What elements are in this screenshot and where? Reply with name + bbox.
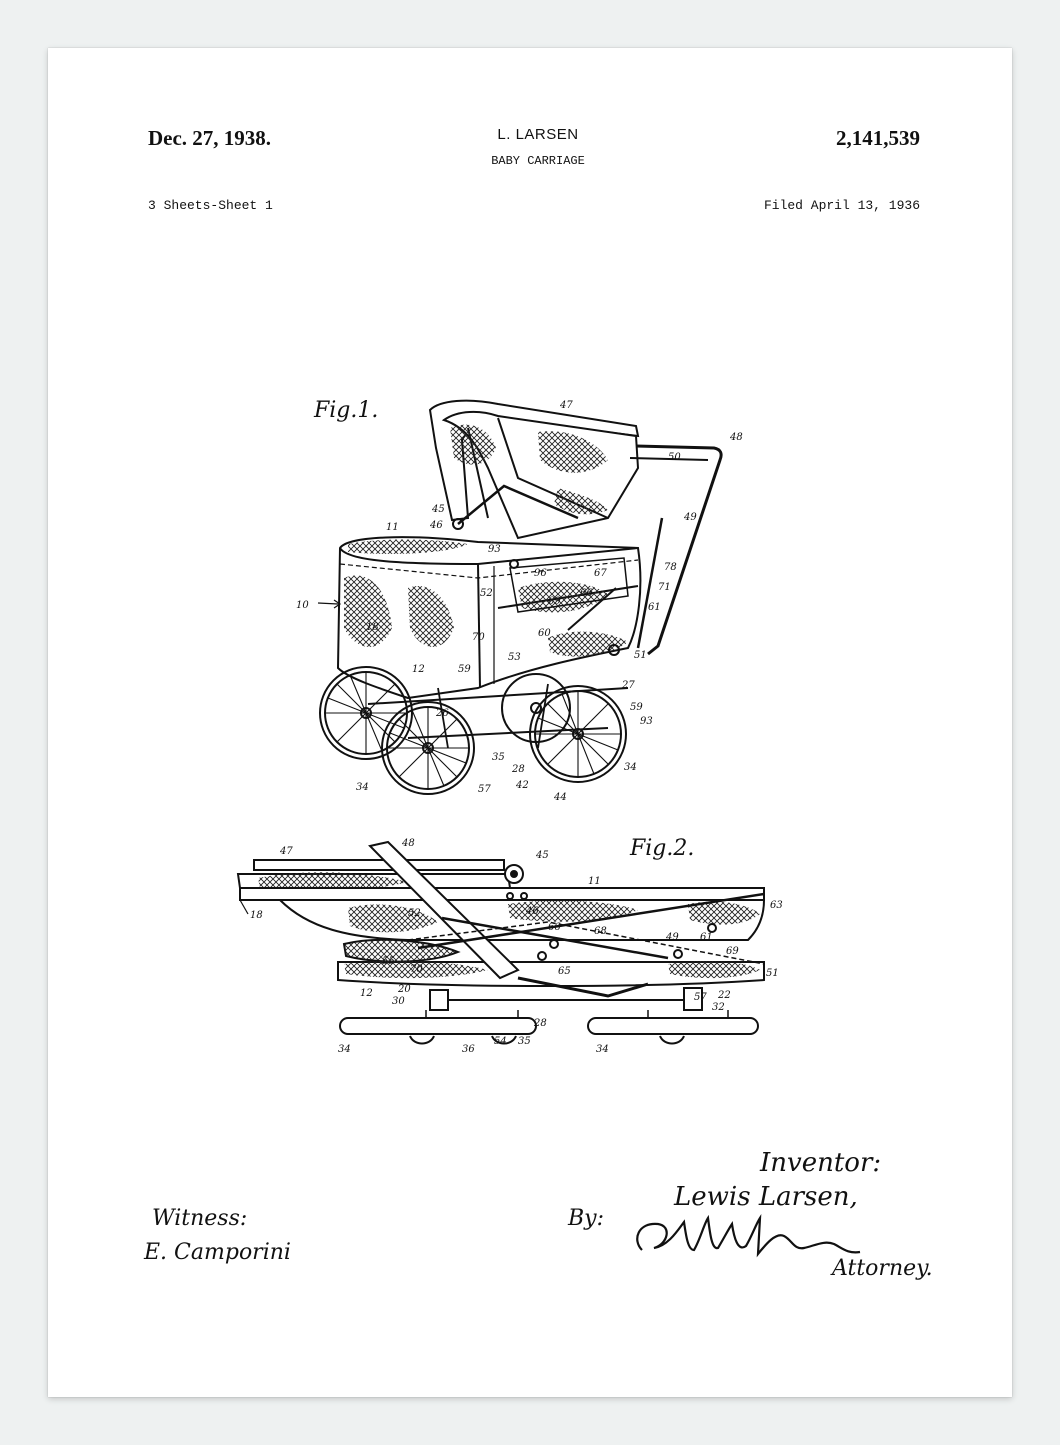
reference-numeral: 53 bbox=[508, 652, 521, 663]
reference-numeral: 93 bbox=[640, 716, 653, 727]
reference-numeral: 46 bbox=[429, 520, 443, 531]
reference-numeral: 28 bbox=[511, 764, 525, 775]
reference-numeral: 65 bbox=[558, 966, 571, 977]
reference-numeral: 96 bbox=[534, 568, 547, 579]
reference-numeral: 66 bbox=[548, 922, 561, 933]
reference-numeral: 30 bbox=[392, 996, 405, 1007]
reference-numeral: 11 bbox=[386, 522, 399, 533]
filed-date: Filed April 13, 1936 bbox=[763, 198, 920, 213]
reference-numeral: 70 bbox=[410, 964, 423, 975]
reference-numeral: 35 bbox=[518, 1036, 531, 1047]
reference-numeral: 47 bbox=[279, 846, 293, 857]
reference-numeral: 12 bbox=[360, 988, 373, 999]
reference-numeral: 49 bbox=[683, 512, 697, 523]
reference-numeral: 66 bbox=[580, 588, 593, 599]
reference-numeral: 67 bbox=[594, 568, 607, 579]
figure-2-drawing bbox=[236, 840, 766, 1045]
patent-sheet: Dec. 27, 1938. L. LARSEN 2,141,539 BABY … bbox=[48, 48, 1012, 1397]
reference-numeral: 26 bbox=[435, 708, 449, 719]
inventor-heading: Inventor: bbox=[760, 1148, 882, 1178]
reference-numeral: 52 bbox=[408, 908, 421, 919]
reference-numeral: 63 bbox=[770, 900, 783, 911]
reference-numeral: 48 bbox=[729, 432, 743, 443]
inventor-name: L. LARSEN bbox=[497, 126, 579, 143]
inventor-signature: Lewis Larsen, bbox=[674, 1182, 858, 1212]
attorney-label: Attorney. bbox=[832, 1256, 933, 1281]
by-label: By: bbox=[568, 1206, 605, 1231]
reference-numeral: 44 bbox=[553, 792, 567, 803]
reference-numeral: 60 bbox=[538, 628, 551, 639]
attorney-signature-scribble bbox=[636, 1214, 861, 1258]
reference-numeral: 50 bbox=[668, 452, 681, 463]
reference-numeral: 68 bbox=[594, 926, 607, 937]
patent-title: BABY CARRIAGE bbox=[491, 154, 585, 168]
reference-numeral: 69 bbox=[548, 596, 561, 607]
reference-numeral: 22 bbox=[717, 990, 731, 1001]
reference-numeral: 18 bbox=[366, 622, 379, 633]
reference-numeral: 12 bbox=[412, 664, 425, 675]
reference-numeral: 47 bbox=[559, 400, 573, 411]
figure-1-label: Fig.1. bbox=[314, 398, 379, 423]
reference-numeral: 36 bbox=[462, 1044, 475, 1055]
reference-numeral: 10 bbox=[296, 600, 309, 611]
figure-1-reference-numerals: 47 48 50 49 45 46 11 93 96 67 78 71 61 1… bbox=[296, 400, 743, 803]
reference-numeral: 20 bbox=[397, 984, 411, 995]
reference-numeral: 57 bbox=[694, 992, 707, 1003]
reference-numeral: 51 bbox=[634, 650, 647, 661]
reference-numeral: 51 bbox=[766, 968, 779, 979]
witness-signature: E. Camporini bbox=[144, 1240, 291, 1265]
reference-numeral: 57 bbox=[478, 784, 491, 795]
sheet-count: 3 Sheets-Sheet 1 bbox=[148, 198, 273, 213]
reference-numeral: 28 bbox=[533, 1018, 547, 1029]
reference-numeral: 78 bbox=[664, 562, 677, 573]
patent-number: 2,141,539 bbox=[836, 126, 920, 150]
reference-numeral: 45 bbox=[535, 850, 549, 861]
patent-drawings: 47 48 50 49 45 46 11 93 96 67 78 71 61 1… bbox=[236, 399, 783, 1055]
reference-numeral: 61 bbox=[648, 602, 661, 613]
figure-2-label: Fig.2. bbox=[630, 836, 695, 861]
reference-numeral: 49 bbox=[665, 932, 679, 943]
witness-heading: Witness: bbox=[152, 1206, 248, 1231]
reference-numeral: 48 bbox=[401, 838, 415, 849]
reference-numeral: 55 bbox=[382, 956, 395, 967]
reference-numeral: 45 bbox=[431, 504, 445, 515]
reference-numeral: 69 bbox=[726, 946, 739, 957]
reference-numeral: 11 bbox=[588, 876, 601, 887]
figure-1-drawing bbox=[317, 399, 723, 795]
reference-numeral: 42 bbox=[515, 780, 529, 791]
reference-numeral: 34 bbox=[356, 782, 369, 793]
reference-numeral: 93 bbox=[488, 544, 501, 555]
reference-numeral: 34 bbox=[338, 1044, 351, 1055]
reference-numeral: 18 bbox=[250, 910, 263, 921]
reference-numeral: 54 bbox=[494, 1036, 507, 1047]
reference-numeral: 59 bbox=[458, 664, 471, 675]
reference-numeral: 35 bbox=[492, 752, 505, 763]
reference-numeral: 46 bbox=[525, 906, 539, 917]
reference-numeral: 34 bbox=[624, 762, 637, 773]
reference-numeral: 61 bbox=[700, 932, 713, 943]
patent-date: Dec. 27, 1938. bbox=[148, 126, 272, 150]
reference-numeral: 27 bbox=[621, 680, 635, 691]
reference-numeral: 71 bbox=[658, 582, 671, 593]
figure-2-reference-numerals: 47 48 45 11 18 52 46 66 68 49 61 63 69 5… bbox=[250, 838, 783, 1055]
reference-numeral: 59 bbox=[630, 702, 643, 713]
reference-numeral: 52 bbox=[480, 588, 493, 599]
reference-numeral: 32 bbox=[712, 1002, 725, 1013]
reference-numeral: 34 bbox=[596, 1044, 609, 1055]
reference-numeral: 70 bbox=[472, 632, 485, 643]
